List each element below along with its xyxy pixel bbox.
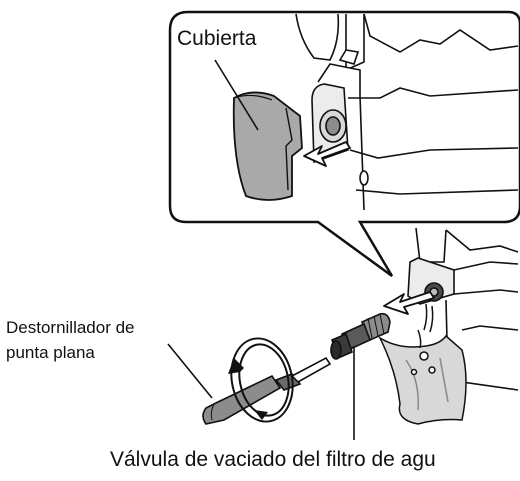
flat-screwdriver <box>202 356 332 425</box>
rotation-ring <box>230 337 294 423</box>
drain-valve <box>330 312 391 360</box>
rotation-arrow-icon <box>228 358 268 420</box>
valve-label: Válvula de vaciado del filtro de agu <box>110 448 436 471</box>
cover-leader <box>214 59 259 131</box>
screwdriver-label-line2: punta plana <box>6 343 95 362</box>
remove-arrow-main <box>383 291 435 315</box>
screwdriver-label-line1: Destornillador de <box>6 318 135 337</box>
screwdriver-leader <box>167 343 213 399</box>
remove-arrow-zoom <box>303 141 351 167</box>
machine-body-main <box>407 227 519 391</box>
drain-cloth <box>378 303 467 425</box>
cover-label: Cubierta <box>177 27 257 50</box>
machine-body-zoom <box>295 13 519 211</box>
